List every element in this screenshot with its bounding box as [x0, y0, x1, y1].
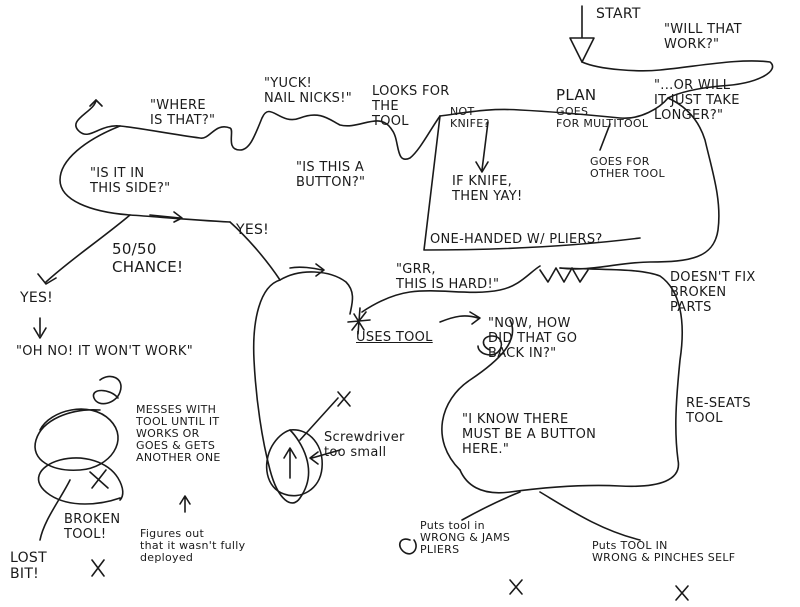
- label-lost-bit: LOST BIT!: [10, 550, 47, 582]
- path-start-plan: [439, 60, 774, 119]
- label-broken-tool: BROKEN TOOL!: [64, 512, 121, 542]
- path-yes-ohno: [33, 317, 47, 339]
- arrow-grr: [289, 263, 325, 277]
- label-yuck: "YUCK! NAIL NICKS!": [264, 76, 353, 106]
- x-pinches: [675, 585, 689, 601]
- path-figures-up: [179, 495, 191, 513]
- label-grr: "GRR, THIS IS HARD!": [396, 262, 500, 292]
- path-x-top: [299, 397, 339, 441]
- path-right-loop: [459, 267, 683, 494]
- label-doesnt-fix: DOESN'T FIX BROKEN PARTS: [670, 270, 756, 315]
- label-plan: PLAN: [556, 86, 597, 104]
- arrow-screw-left: [309, 449, 341, 465]
- path-one-handed: [423, 115, 641, 251]
- zigzag: [539, 267, 589, 283]
- path-fifty-left: [37, 214, 131, 285]
- path-other-tool: [599, 123, 611, 151]
- arrow-this-side: [149, 211, 183, 223]
- label-goes-multitool: GOES FOR MULTITOOL: [556, 105, 649, 130]
- path-knife: [475, 121, 489, 173]
- path-messes-loop: [34, 408, 119, 471]
- path-bottom-jams: [461, 491, 521, 521]
- path-center-loop: [252, 279, 310, 504]
- label-goes-other-tool: GOES FOR OTHER TOOL: [590, 155, 665, 180]
- x-top: [337, 391, 351, 407]
- label-fifty-fifty: 50/50 CHANCE!: [112, 240, 184, 276]
- label-not-knife: NOT KNIFE?: [450, 105, 490, 130]
- path-bottom-pinches: [539, 491, 641, 541]
- label-screwdriver: Screwdriver too small: [324, 430, 405, 460]
- label-re-seats: RE-SEATS TOOL: [686, 396, 751, 426]
- label-oh-no: "OH NO! IT WON'T WORK": [16, 344, 194, 359]
- label-puts-tool-jams: Puts tool in WRONG & JAMS PLIERS: [420, 519, 511, 556]
- label-yes-right: YES!: [236, 222, 270, 238]
- label-puts-tool-pinches: Puts TOOL IN WRONG & PINCHES SELF: [592, 539, 736, 564]
- path-grr: [361, 265, 541, 313]
- label-is-it-in-this-side: "IS IT IN THIS SIDE?": [90, 166, 171, 196]
- label-figures-out: Figures out that it wasn't fully deploye…: [140, 527, 246, 564]
- path-lost-bit: [39, 479, 105, 577]
- start-arrow: [569, 5, 595, 63]
- path-jams-swirl: [398, 538, 417, 555]
- x-jams: [509, 579, 523, 595]
- label-start: START: [596, 6, 641, 22]
- path-ohno-messes: [92, 375, 122, 405]
- loop-or-will: [559, 97, 720, 270]
- label-i-know-button: "I KNOW THERE MUST BE A BUTTON HERE.": [462, 412, 597, 457]
- label-messes-with: MESSES WITH TOOL UNTIL IT WORKS OR GOES …: [136, 403, 221, 464]
- label-yes-left: YES!: [20, 290, 54, 306]
- arrow-up-screw: [283, 447, 297, 479]
- label-or-will: "...OR WILL IT JUST TAKE LONGER?": [654, 78, 740, 123]
- star-uses: [347, 307, 371, 335]
- x-scribble: [89, 469, 109, 489]
- label-if-knife: IF KNIFE, THEN YAY!: [452, 174, 523, 204]
- path-loop-left: [441, 319, 514, 471]
- label-will-that-work: "WILL THAT WORK?": [664, 22, 742, 52]
- path-broken-loop: [37, 457, 124, 505]
- arrow-where: [89, 99, 103, 107]
- label-uses-tool: USES TOOL: [356, 330, 433, 345]
- path-center-to-uses: [279, 271, 354, 315]
- label-one-handed: ONE-HANDED W/ PLIERS?: [430, 232, 603, 247]
- label-is-this-a-button: "IS THIS A BUTTON?": [296, 160, 366, 190]
- circle-screwdriver: [265, 429, 323, 497]
- label-now-how: "NOW, HOW DID THAT GO BACK IN?": [488, 316, 578, 361]
- path-now-swirl: [477, 335, 503, 356]
- label-where-is-that: "WHERE IS THAT?": [150, 98, 216, 128]
- path-now-how: [439, 311, 481, 325]
- label-looks-for-tool: LOOKS FOR THE TOOL: [372, 84, 450, 129]
- path-fifty-right: [229, 221, 281, 281]
